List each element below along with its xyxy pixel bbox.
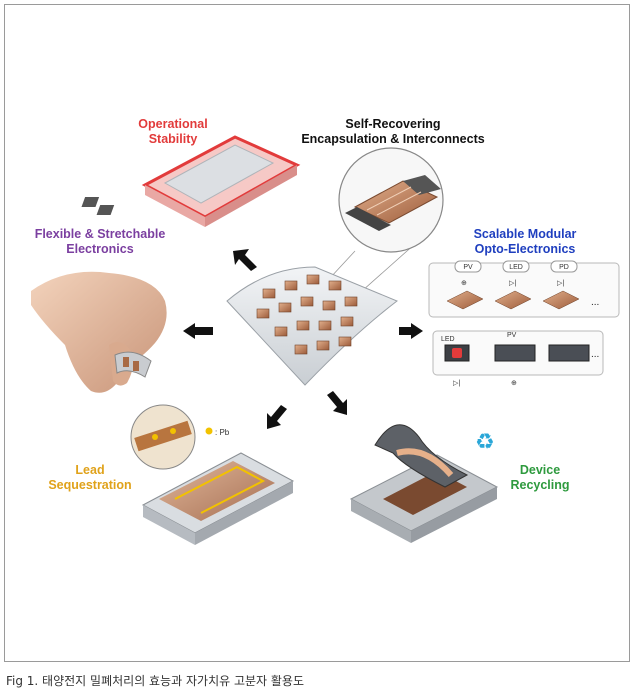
module-label-pv-bottom: PV xyxy=(507,332,517,339)
ellipsis-bottom: ... xyxy=(591,349,599,360)
sun-symbol-icon: ⊕ xyxy=(461,280,467,287)
figure-caption: Fig 1. 태양전지 밀폐처리의 효능과 자가치유 고분자 활용도 xyxy=(6,674,305,688)
label-operational-stability: Operational Stability xyxy=(138,117,208,146)
module-label-pv-top: PV xyxy=(463,264,473,271)
label-scalable-modular: Scalable Modular Opto-Electronics xyxy=(473,227,577,256)
self-recovering-zoom xyxy=(304,147,444,316)
arrow-down-left xyxy=(267,405,287,429)
led-symbol-bottom-icon: ▷| xyxy=(453,380,460,387)
label-lead-sequestration: Lead Sequestration xyxy=(48,463,132,492)
pb-legend: : Pb xyxy=(215,428,230,437)
ellipsis-top: ... xyxy=(591,297,599,308)
module-label-led-top: LED xyxy=(509,264,523,271)
pd-symbol-icon: ▷| xyxy=(557,280,564,287)
central-flexible-array xyxy=(226,266,398,386)
module-label-led-bottom: LED xyxy=(441,336,455,343)
hand-illustration xyxy=(31,271,167,393)
label-self-recovering: Self-Recovering Encapsulation & Intercon… xyxy=(301,117,485,146)
scalable-modular-panel: PV LED PD ⊕ ▷| ▷| ... LED PV ... ▷| ⊕ xyxy=(428,260,620,387)
arrow-right xyxy=(399,323,423,339)
operational-stability-device xyxy=(81,135,301,227)
figure-frame: PV LED PD ⊕ ▷| ▷| ... LED PV ... ▷| ⊕ xyxy=(4,4,630,662)
arrow-down-right xyxy=(327,391,347,415)
led-symbol-icon: ▷| xyxy=(509,280,516,287)
label-flexible-stretchable: Flexible & Stretchable Electronics xyxy=(34,227,166,256)
device-recycling-device: ♻ xyxy=(349,424,499,543)
arrow-left xyxy=(183,323,213,339)
diagram-canvas: PV LED PD ⊕ ▷| ▷| ... LED PV ... ▷| ⊕ xyxy=(31,135,620,545)
module-label-pd-top: PD xyxy=(559,264,569,271)
arrows xyxy=(183,249,423,429)
lead-sequestration-device: : Pb xyxy=(130,404,295,545)
recycle-icon: ♻ xyxy=(475,429,495,454)
label-device-recycling: Device Recycling xyxy=(510,463,570,492)
arrow-up-left xyxy=(233,249,257,271)
sun-symbol-bottom-icon: ⊕ xyxy=(511,380,517,387)
